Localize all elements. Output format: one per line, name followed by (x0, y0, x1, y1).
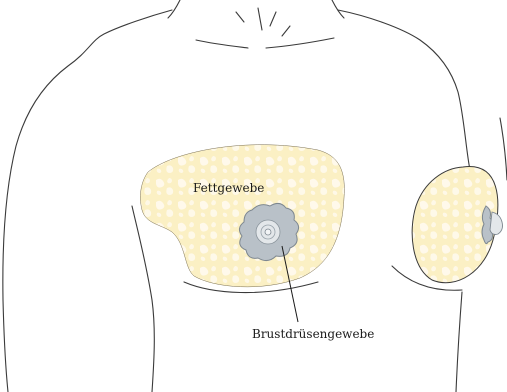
neck-crease-1 (236, 12, 244, 22)
left-side-line (132, 206, 154, 392)
right-side-line (456, 292, 462, 392)
right-nipple (490, 212, 503, 235)
neck-line-right (332, 0, 344, 18)
fat-tissue-label: Fettgewebe (193, 181, 264, 195)
gland-tissue-label: Brustdrüsengewebe (252, 327, 374, 341)
neck-crease-3 (270, 12, 276, 26)
neck-line-left (168, 0, 180, 18)
neck-crease-2 (258, 8, 262, 30)
neck-crease-4 (282, 26, 290, 36)
left-breast (140, 145, 344, 293)
left-clavicle (196, 40, 248, 48)
right-shoulder-line (338, 10, 470, 170)
clavicle-lines (196, 8, 334, 48)
left-breast-fat-tissue (140, 145, 344, 287)
right-breast (392, 167, 503, 291)
left-nipple (265, 229, 271, 235)
right-arm-line (500, 118, 507, 180)
right-clavicle (266, 38, 334, 48)
